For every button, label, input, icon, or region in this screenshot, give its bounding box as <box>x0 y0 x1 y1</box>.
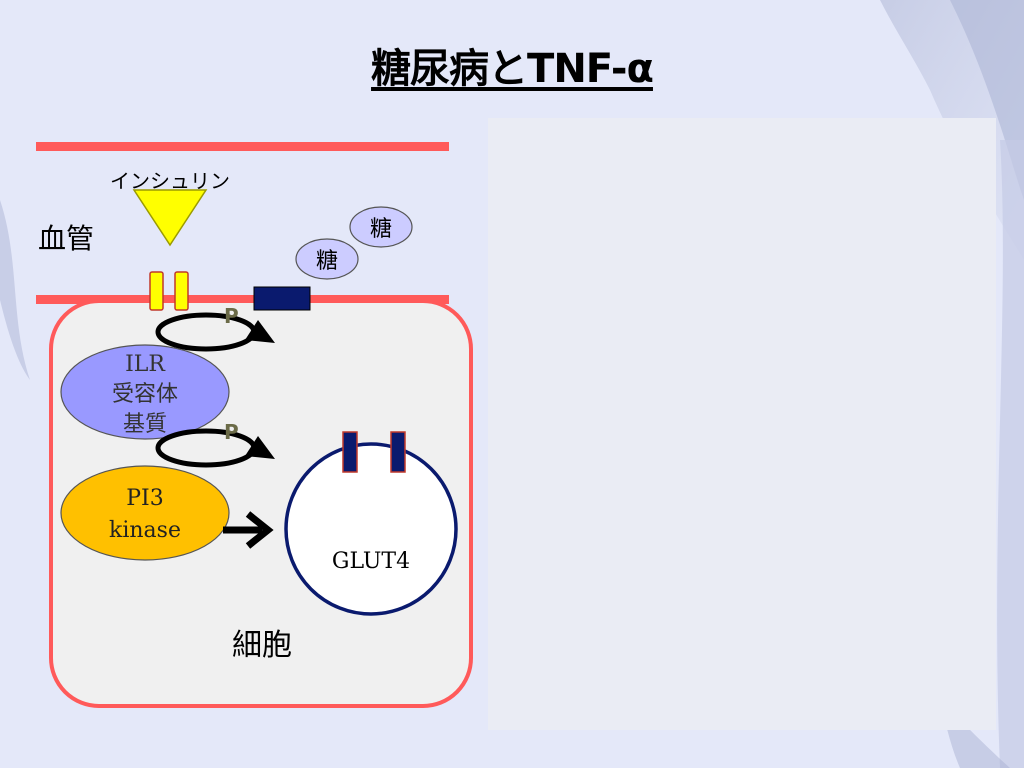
vessel-label: 血管 <box>38 222 94 255</box>
insulin-receptor-left <box>149 271 164 311</box>
cycle-arrowhead <box>245 436 275 459</box>
glut4-label: GLUT4 <box>332 549 410 574</box>
phosphate-label: P <box>224 420 239 444</box>
ilr-substrate <box>60 344 230 440</box>
insulin-label: インシュリン <box>110 169 230 193</box>
pi3-kinase <box>60 465 230 561</box>
glut4-transporter-left <box>342 431 358 473</box>
phosphate-label: P <box>224 304 239 328</box>
sugar-molecule <box>349 206 413 248</box>
pi3-label-line: PI3 <box>126 486 164 511</box>
vessel-wall-top <box>36 142 449 151</box>
cycle-arrowhead <box>245 320 275 343</box>
right-panel <box>488 118 996 730</box>
glut4-vesicle <box>284 442 458 616</box>
pi3-label-line: kinase <box>109 518 181 543</box>
slide-title: 糖尿病とTNF-α <box>371 46 654 92</box>
ilr-label-line: 基質 <box>123 412 167 437</box>
ilr-label-line: ILR <box>125 352 166 377</box>
cell-label: 細胞 <box>232 628 292 663</box>
insulin-triangle <box>132 189 208 247</box>
sugar-label: 糖 <box>370 217 392 242</box>
activation-arrowhead <box>245 511 274 549</box>
glut4-transporter-right <box>390 431 406 473</box>
ilr-label-line: 受容体 <box>112 382 178 407</box>
sugar-label: 糖 <box>316 249 338 274</box>
surface-transporter <box>253 286 311 311</box>
sugar-molecule <box>295 238 359 280</box>
insulin-receptor-right <box>174 271 189 311</box>
